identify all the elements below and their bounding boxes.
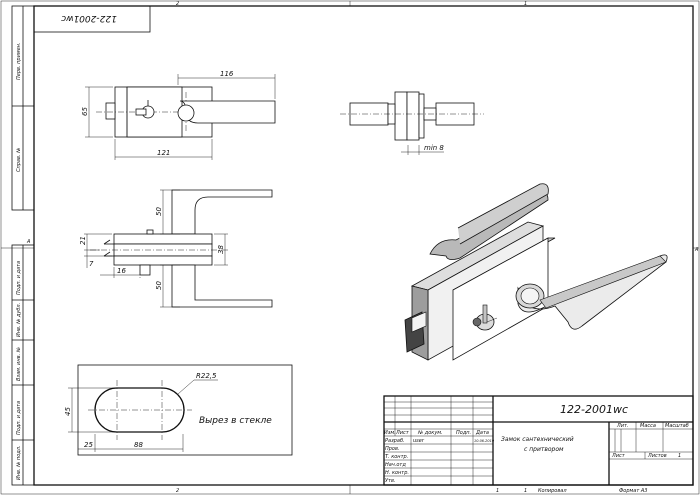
bottom-format: Формат A3 xyxy=(619,488,647,494)
svg-text:Лит.: Лит. xyxy=(616,423,629,429)
svg-text:Перв. примен.: Перв. примен. xyxy=(16,42,22,80)
dim-handle-lower: 50 xyxy=(155,281,163,290)
side-view: min 8 xyxy=(340,91,484,155)
title-date: 10.06.2019 xyxy=(474,439,495,443)
svg-text:1: 1 xyxy=(678,453,681,459)
svg-text:Инв. № подл.: Инв. № подл. xyxy=(16,446,22,481)
svg-text:Подп.: Подп. xyxy=(456,430,471,436)
svg-text:Лист: Лист xyxy=(611,453,626,459)
dim-width: 121 xyxy=(157,149,170,157)
svg-text:Масштаб: Масштаб xyxy=(665,423,689,429)
bottom-copied: Копировал xyxy=(538,488,567,494)
section-view: 50 50 21 7 38 16 xyxy=(79,189,273,308)
dim-height: 65 xyxy=(81,107,89,116)
svg-text:Нач.отд: Нач.отд xyxy=(385,462,406,468)
svg-text:Инв. № дубл.: Инв. № дубл. xyxy=(16,303,22,337)
left-strip-upper: Перв. примен. Справ. № xyxy=(11,5,35,211)
dim-left-7: 7 xyxy=(89,260,94,268)
svg-text:Лист: Лист xyxy=(395,430,410,436)
zone-mark-side-right: A xyxy=(694,247,699,253)
zone-mark-top-right: 1 xyxy=(524,1,527,7)
isometric-view xyxy=(404,183,668,361)
dim-bottom-16: 16 xyxy=(117,267,126,275)
svg-text:Масса: Масса xyxy=(640,423,656,429)
svg-text:Пров.: Пров. xyxy=(385,446,400,452)
left-strip-lower: Подп. и дата Инв. № дубл. Взам. инв. № П… xyxy=(11,244,35,486)
svg-text:Справ. №: Справ. № xyxy=(16,148,22,172)
svg-text:Листов: Листов xyxy=(647,453,667,459)
svg-text:№ докум.: № докум. xyxy=(417,430,443,436)
dim-left-21: 21 xyxy=(79,236,87,245)
title-block: 122-2001wc Замок сантехнический с притво… xyxy=(383,395,694,494)
svg-text:Н. контр.: Н. контр. xyxy=(385,470,409,476)
dim-right-38: 38 xyxy=(217,245,225,254)
svg-text:122-2001wc: 122-2001wc xyxy=(61,13,117,23)
svg-text:Дата: Дата xyxy=(475,430,489,436)
dim-radius: R22,5 xyxy=(196,372,217,380)
svg-text:Разраб.: Разраб. xyxy=(385,438,405,444)
dim-handle-upper: 50 xyxy=(155,207,163,216)
title-product-line2: с притвором xyxy=(524,446,564,453)
svg-text:Изм.: Изм. xyxy=(384,430,396,436)
cutout-label: Вырез в стекле xyxy=(199,416,272,426)
dim-cut-offset: 25 xyxy=(84,441,93,449)
svg-text:Подп. и дата: Подп. и дата xyxy=(16,401,22,435)
top-code-box: 122-2001wc xyxy=(33,5,151,33)
zone-mark-side-left: A xyxy=(26,239,31,245)
dim-side-min: min 8 xyxy=(424,144,444,152)
dim-cut-height: 45 xyxy=(64,407,72,416)
svg-text:Подп. и дата: Подп. и дата xyxy=(16,261,22,295)
title-developer: user xyxy=(413,438,425,444)
front-view: 116 65 121 xyxy=(81,70,276,160)
zone-mark-bottom-right: 1 xyxy=(524,488,527,494)
glass-cutout-view: R22,5 45 25 88 Вырез в стекле xyxy=(64,364,293,456)
svg-text:Утв.: Утв. xyxy=(385,478,396,484)
bottom-sheet-num: 1 xyxy=(496,488,499,494)
dim-cut-length: 88 xyxy=(134,441,143,449)
dim-top-width: 116 xyxy=(220,70,234,78)
svg-text:Т. контр.: Т. контр. xyxy=(385,454,408,460)
zone-mark-bottom-left: 2 xyxy=(176,488,179,494)
svg-text:Взам. инв. №: Взам. инв. № xyxy=(16,347,22,381)
title-product-line1: Замок сантехнический xyxy=(501,436,574,443)
zone-mark-top-left: 2 xyxy=(176,1,179,7)
title-doc-code: 122-2001wc xyxy=(560,403,628,416)
